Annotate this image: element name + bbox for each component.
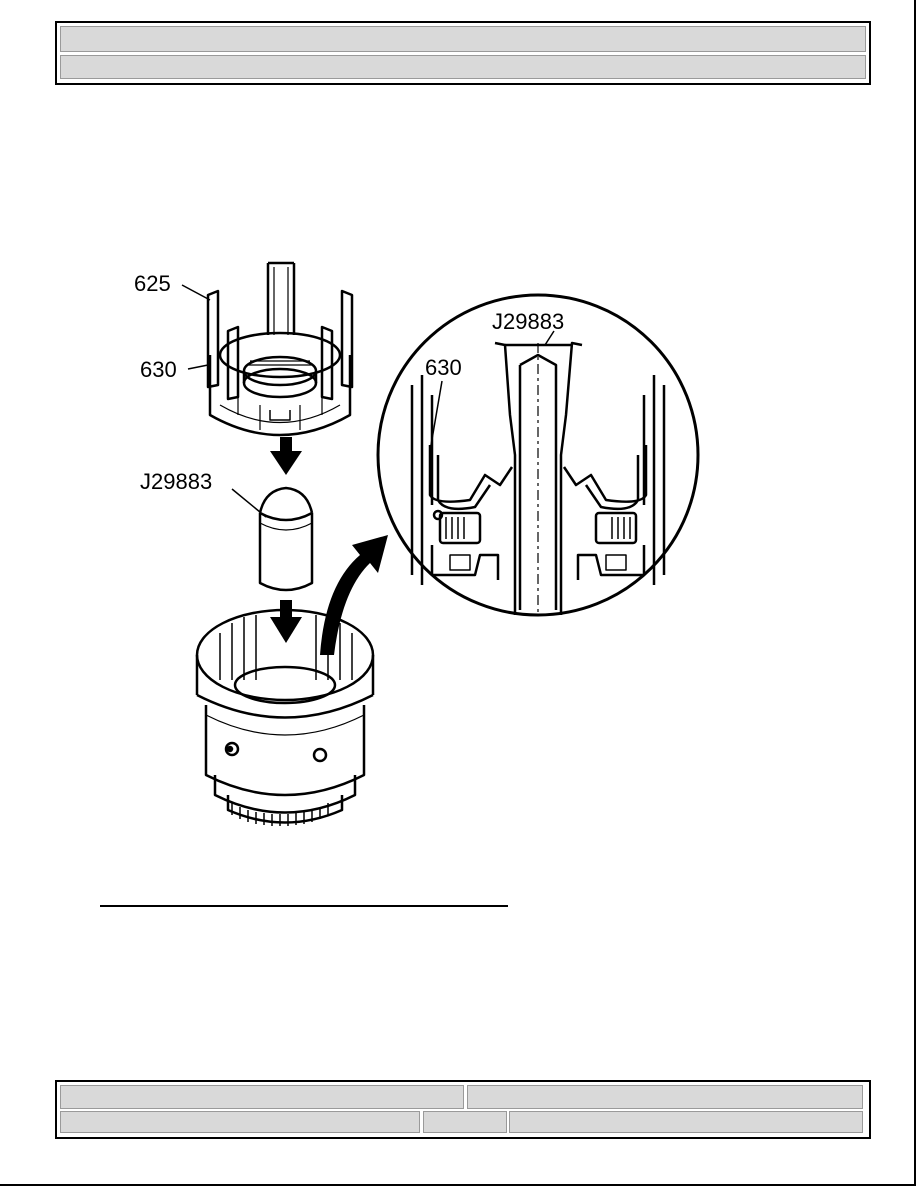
arrow-down-1 — [270, 437, 302, 475]
header-title — [60, 26, 866, 52]
page-header — [55, 21, 871, 85]
footer-left-bottom — [60, 1111, 420, 1133]
footer-left-top — [60, 1085, 464, 1109]
footer-right-top — [467, 1085, 863, 1109]
callout-630-detail: 630 — [425, 355, 462, 380]
callout-625: 625 — [134, 271, 171, 296]
curved-arrow — [320, 535, 388, 655]
figure-caption-link[interactable] — [100, 893, 508, 907]
housing-625 — [206, 261, 354, 437]
tool-j29883 — [258, 486, 314, 592]
leader-lines — [181, 284, 555, 518]
page-footer — [55, 1080, 871, 1139]
footer-right-bottom — [509, 1111, 863, 1133]
arrow-down-2 — [270, 600, 302, 643]
detail-circle — [376, 293, 700, 617]
callout-j29883-detail: J29883 — [492, 309, 564, 334]
assembly-figure: 625 630 J29883 J29883 630 — [120, 255, 705, 850]
header-subtitle — [60, 55, 866, 79]
footer-mid-bottom — [423, 1111, 507, 1133]
drum-assembly — [195, 608, 375, 826]
callout-j29883-left: J29883 — [140, 469, 212, 494]
callout-630-left: 630 — [140, 357, 177, 382]
assembly-illustration: 625 630 J29883 J29883 630 — [134, 261, 700, 826]
